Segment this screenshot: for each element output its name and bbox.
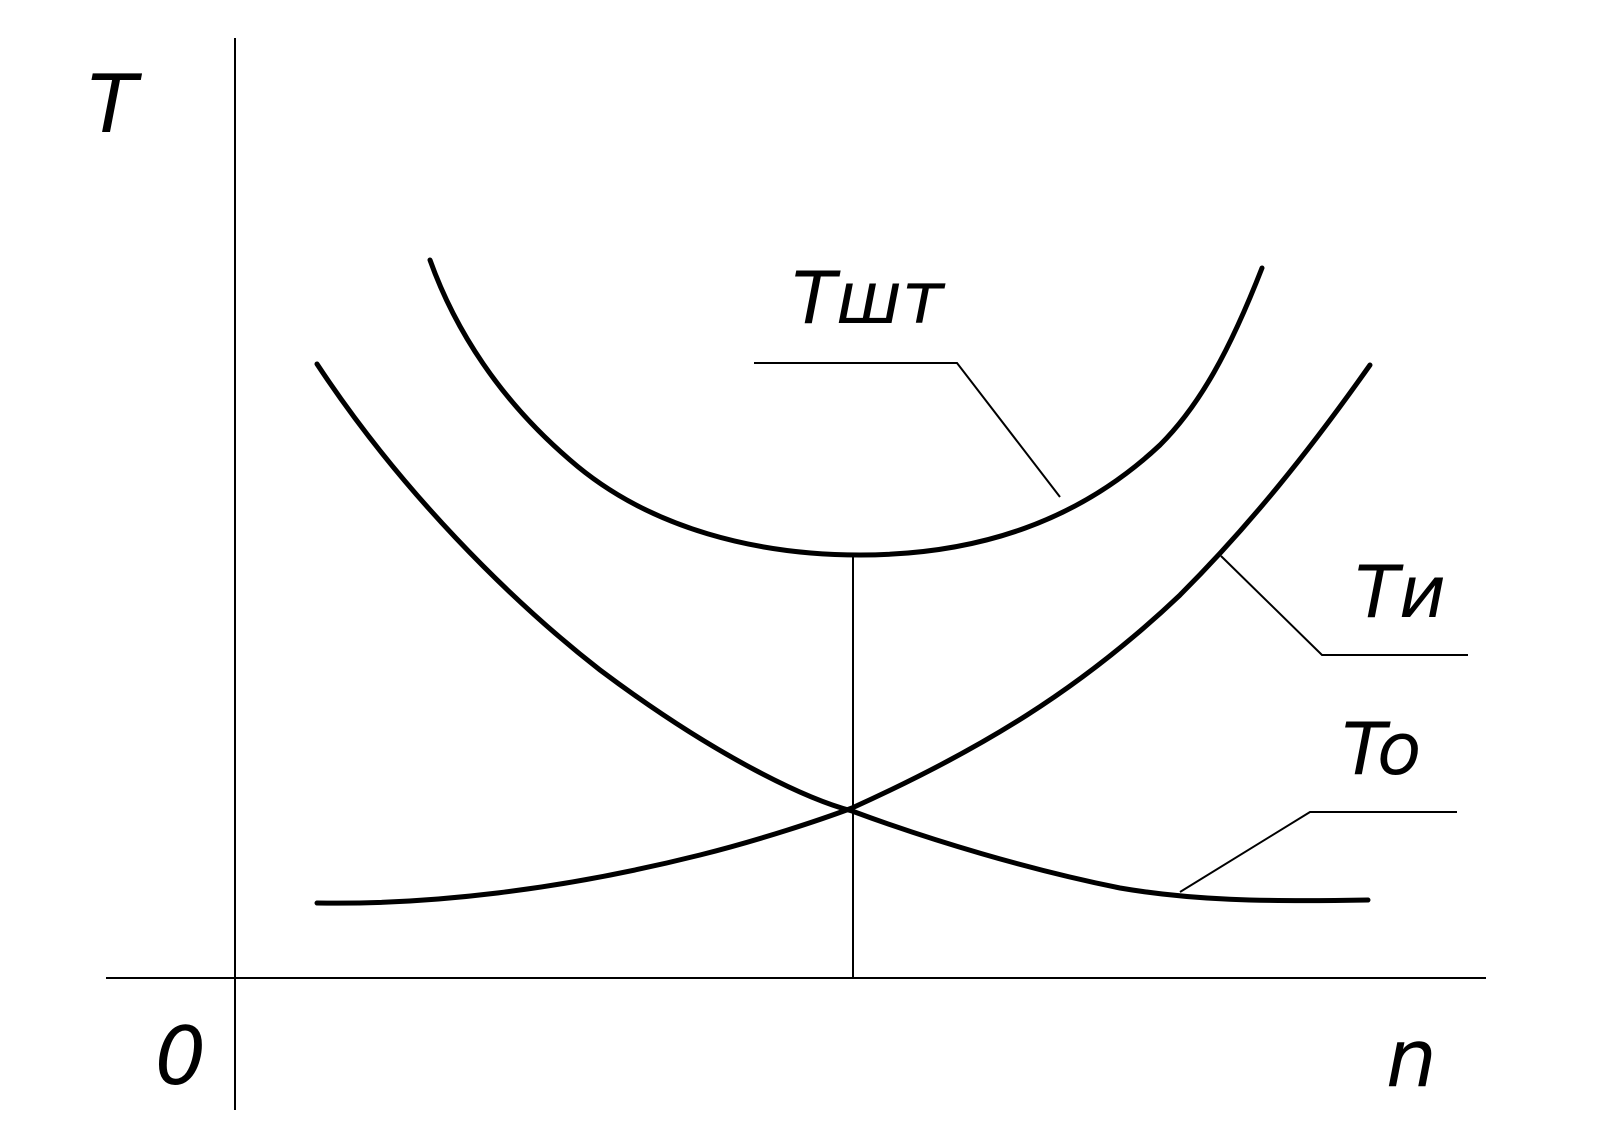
operation-curve-label: To: [1342, 707, 1421, 791]
tool-curve-label: Tи: [1355, 550, 1446, 634]
total-curve-leader: [754, 362, 1061, 498]
origin-label: 0: [155, 1010, 206, 1103]
total-curve-label: Tшт: [792, 256, 946, 340]
operation-time-curve: [314, 361, 1371, 904]
total-time-curve: [427, 257, 1265, 558]
operation-curve-leader: [1179, 811, 1457, 893]
x-axis-label: n: [1386, 1012, 1437, 1105]
y-axis-label: T: [88, 58, 143, 151]
tool-time-curve: [314, 362, 1373, 906]
tool-curve-leader: [1220, 555, 1468, 656]
